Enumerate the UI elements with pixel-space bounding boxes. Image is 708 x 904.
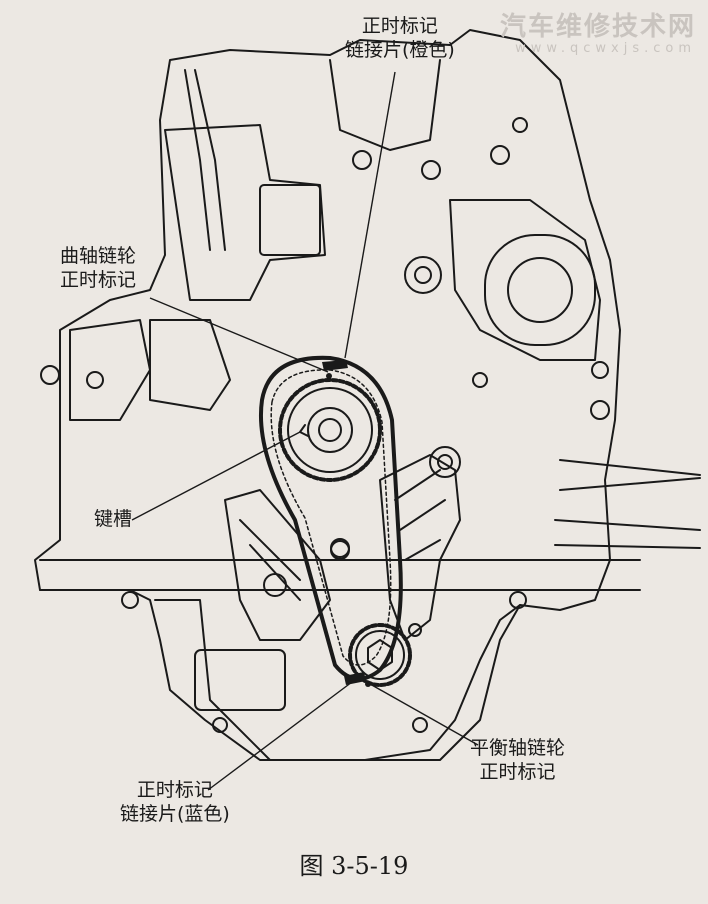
balance-timing-dot xyxy=(365,681,371,687)
leader-balance-mark xyxy=(369,683,479,746)
label-keyway: 键槽 xyxy=(94,507,132,531)
pan-bolt-2 xyxy=(509,591,527,609)
upper-bracket xyxy=(259,184,321,256)
upper-rib-left xyxy=(184,69,211,251)
label-crank-sprocket-mark: 曲轴链轮 正时标记 xyxy=(60,244,136,292)
label-balance-sprocket-mark-line2: 正时标记 xyxy=(479,761,556,783)
leader-bottom-mark xyxy=(207,681,353,791)
upper-idler-inner xyxy=(414,266,432,284)
label-keyway-text: 键槽 xyxy=(94,508,133,530)
label-balance-sprocket-mark-line1: 平衡轴链轮 xyxy=(470,737,566,759)
label-top-timing-mark-line1: 正时标记 xyxy=(361,15,438,37)
label-crank-sprocket-mark-line1: 曲轴链轮 xyxy=(60,245,137,267)
crank-sprocket-bore xyxy=(318,418,342,442)
engine-block-outline xyxy=(34,29,621,761)
leader-keyway xyxy=(131,431,301,521)
left-guide-rib xyxy=(239,519,301,601)
tensioner-pivot-outer xyxy=(429,446,461,478)
upper-bolt-3 xyxy=(490,145,510,165)
pan-bolt-5 xyxy=(412,717,428,733)
crank-timing-dot xyxy=(326,373,332,379)
upper-rib-right xyxy=(194,69,226,251)
blue-link-mark xyxy=(344,672,366,685)
right-pump-hub xyxy=(507,257,573,323)
crank-sprocket-body xyxy=(287,387,373,473)
crank-sprocket-hub xyxy=(307,407,353,453)
left-bracket xyxy=(149,319,231,411)
pan-bolt-6 xyxy=(212,717,228,733)
right-bolt-2 xyxy=(591,361,609,379)
pan-bolt-4 xyxy=(408,623,422,637)
pan-bolt-1 xyxy=(121,591,139,609)
middle-bolt xyxy=(330,538,350,558)
upper-bolt-1 xyxy=(352,150,372,170)
label-bottom-timing-mark-line2: 链接片(蓝色) xyxy=(120,803,230,825)
oil-pump-block xyxy=(194,649,286,711)
label-top-timing-mark: 正时标记 链接片(橙色) xyxy=(345,14,455,62)
right-water-pump xyxy=(484,234,596,346)
upper-bolt-4 xyxy=(512,117,528,133)
oil-pan-flange xyxy=(39,559,641,591)
balance-sprocket-teeth xyxy=(348,623,412,687)
leader-top-mark xyxy=(344,71,396,359)
right-bolt-3 xyxy=(472,372,488,388)
watermark: 汽车维修技术网 www.qcwxjs.com xyxy=(500,6,696,56)
left-guide-bolt xyxy=(263,573,287,597)
tensioner-rib xyxy=(394,469,446,561)
label-top-timing-mark-line2: 链接片(橙色) xyxy=(345,39,455,61)
right-strut xyxy=(554,519,701,549)
crank-keyway-notch xyxy=(299,424,309,437)
right-bolt-1 xyxy=(590,400,610,420)
upper-web xyxy=(329,59,441,151)
upper-idler-outer xyxy=(404,256,442,294)
watermark-url: www.qcwxjs.com xyxy=(515,41,696,56)
oil-pan-body xyxy=(154,599,521,761)
left-bolt-1 xyxy=(40,365,60,385)
balance-sprocket-body xyxy=(355,630,405,680)
label-bottom-timing-mark: 正时标记 链接片(蓝色) xyxy=(120,778,230,826)
label-balance-sprocket-mark: 平衡轴链轮 正时标记 xyxy=(470,736,565,784)
timing-chain-inner xyxy=(270,369,392,666)
left-chain-guide xyxy=(224,489,331,641)
leader-crank-mark xyxy=(149,297,329,373)
tensioner-pivot-inner xyxy=(437,454,453,470)
figure-caption: 图 3-5-19 xyxy=(299,852,409,880)
right-gasket-panel xyxy=(449,199,601,361)
balance-sprocket-nut xyxy=(367,639,393,671)
crank-sprocket-teeth xyxy=(278,378,382,482)
upper-bolt-2 xyxy=(421,160,441,180)
label-crank-sprocket-mark-line2: 正时标记 xyxy=(60,269,137,291)
label-bottom-timing-mark-line1: 正时标记 xyxy=(136,779,213,801)
watermark-text: 汽车维修技术网 xyxy=(499,12,696,42)
orange-link-mark xyxy=(322,360,348,371)
left-panel xyxy=(69,319,151,421)
right-rod xyxy=(559,459,701,491)
upper-housing xyxy=(164,124,326,301)
left-bolt-2 xyxy=(86,371,104,389)
